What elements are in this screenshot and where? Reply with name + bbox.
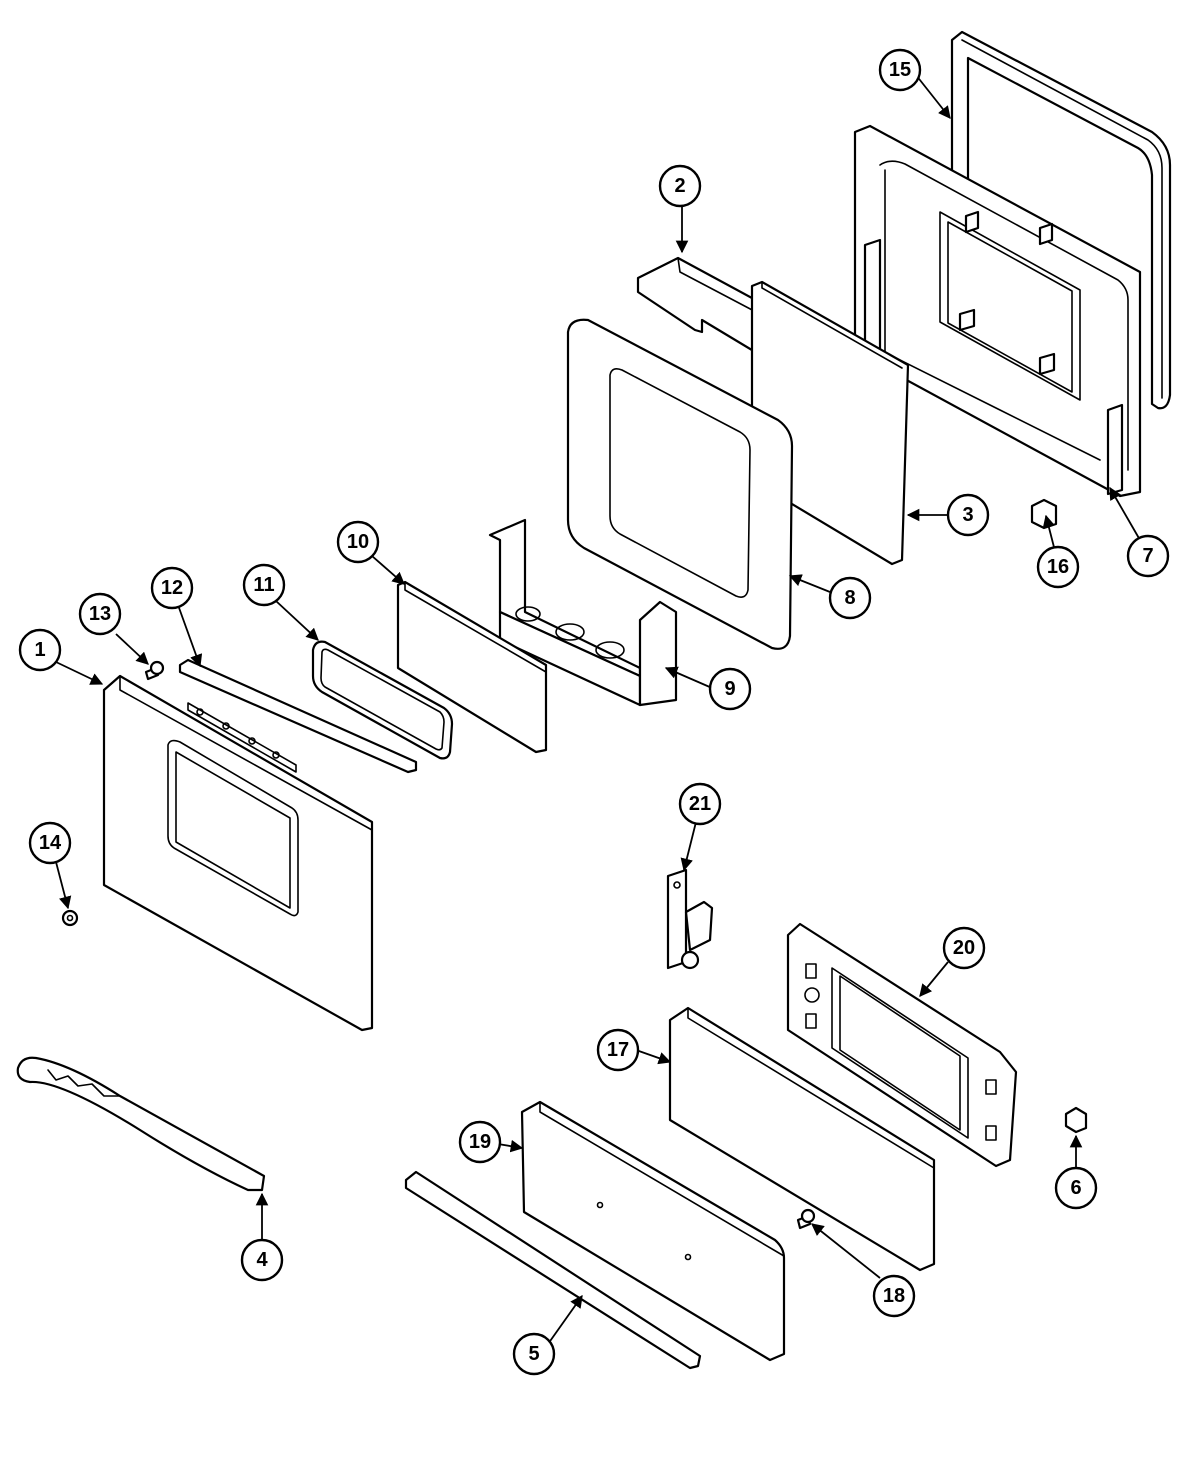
- callout-label: 19: [469, 1131, 491, 1153]
- part-trim-strip: [178, 658, 418, 774]
- callout-15: 15: [878, 48, 922, 92]
- callout-3: 3: [946, 493, 990, 537]
- part-window-frame: [566, 318, 794, 650]
- part-door-handle: [16, 1056, 266, 1192]
- callout-16: 16: [1036, 545, 1080, 589]
- callout-label: 15: [889, 59, 911, 81]
- callout-label: 14: [39, 832, 62, 854]
- callout-7: 7: [1126, 534, 1170, 578]
- callout-2: 2: [658, 164, 702, 208]
- callout-20: 20: [942, 926, 986, 970]
- callout-11: 11: [242, 563, 286, 607]
- callout-label: 7: [1142, 545, 1153, 567]
- callout-6: 6: [1054, 1166, 1098, 1210]
- callout-label: 16: [1047, 556, 1069, 578]
- callout-label: 6: [1070, 1177, 1081, 1199]
- callout-14: 14: [28, 821, 72, 865]
- callout-label: 9: [724, 678, 735, 700]
- part-door-gasket: [950, 30, 1172, 410]
- callout-1: 1: [18, 628, 62, 672]
- part-retainer-clip: [1030, 498, 1058, 530]
- part-drawer-trim: [404, 1170, 702, 1370]
- callout-label: 4: [256, 1249, 268, 1271]
- callout-label: 1: [34, 639, 45, 661]
- part-hinge: [666, 868, 714, 970]
- part-insulation-retainer: [488, 518, 678, 707]
- callout-9: 9: [708, 667, 752, 711]
- callout-label: 21: [689, 793, 711, 815]
- part-screw: [144, 660, 165, 681]
- callout-10: 10: [336, 520, 380, 564]
- callout-5: 5: [512, 1332, 556, 1376]
- callout-label: 18: [883, 1285, 905, 1307]
- callout-13: 13: [78, 592, 122, 636]
- callout-18: 18: [872, 1274, 916, 1318]
- callout-12: 12: [150, 566, 194, 610]
- callout-19: 19: [458, 1120, 502, 1164]
- callout-label: 8: [844, 587, 855, 609]
- part-middle-glass: [396, 580, 548, 754]
- part-outer-door-panel: [102, 674, 374, 1032]
- part-drawer-panel: [668, 1006, 936, 1272]
- callout-label: 13: [89, 603, 111, 625]
- part-inner-door-liner: [853, 124, 1142, 498]
- callout-label: 12: [161, 577, 183, 599]
- part-drawer-screw: [796, 1208, 816, 1230]
- callout-4: 4: [240, 1238, 284, 1282]
- callout-label: 3: [962, 504, 973, 526]
- callout-21: 21: [678, 782, 722, 826]
- callout-label: 5: [528, 1343, 539, 1365]
- callout-8: 8: [828, 576, 872, 620]
- callout-label: 17: [607, 1039, 629, 1061]
- callout-label: 10: [347, 531, 369, 553]
- callout-17: 17: [596, 1028, 640, 1072]
- callout-label: 20: [953, 937, 975, 959]
- part-glass-gasket: [311, 640, 454, 760]
- callout-label: 11: [253, 574, 274, 596]
- part-clip: [1064, 1106, 1088, 1134]
- part-drawer-front: [520, 1100, 786, 1362]
- leader-lines: [55, 69, 1141, 1345]
- part-nut: [61, 909, 79, 927]
- callout-label: 2: [674, 175, 685, 197]
- part-drawer-bracket: [786, 922, 1018, 1168]
